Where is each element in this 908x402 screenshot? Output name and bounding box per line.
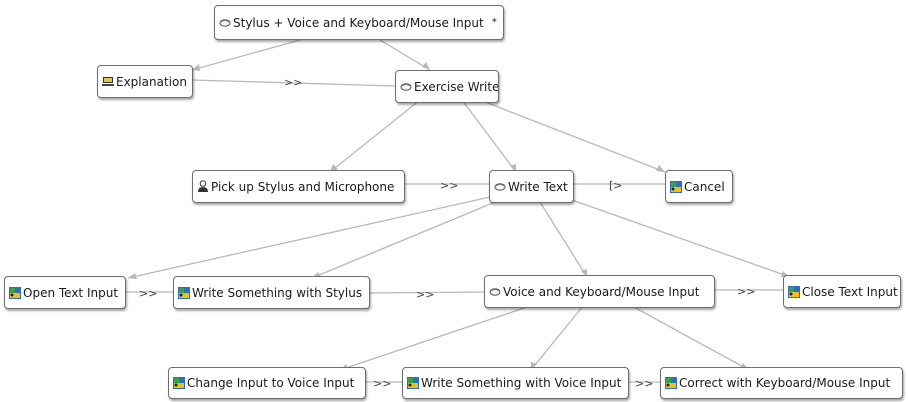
interaction-task-icon (788, 285, 800, 298)
task-label: Open Text Input (23, 285, 119, 300)
operator-enabling: >> (284, 76, 302, 89)
task-node-change-voice[interactable]: Change Input to Voice Input (168, 367, 366, 399)
task-node-root[interactable]: Stylus + Voice and Keyboard/Mouse Input … (214, 5, 504, 40)
operator-enabling: >> (416, 288, 434, 301)
operator-disabling: [> (609, 179, 623, 192)
task-node-write-stylus[interactable]: Write Something with Stylus (173, 276, 370, 309)
edge-write-voice (539, 201, 588, 278)
edge-voice-correct (631, 305, 750, 371)
interaction-task-icon (665, 377, 677, 389)
edge-exercise-cancel (479, 99, 666, 173)
arrowheads (128, 62, 790, 370)
operator-enabling: >> (737, 285, 755, 298)
interaction-task-icon (670, 180, 682, 193)
task-node-write-text[interactable]: Write Text (489, 170, 574, 203)
edge-voice-write (530, 305, 584, 371)
task-label: Cancel (684, 179, 725, 194)
task-node-exercise-write[interactable]: Exercise Write (395, 70, 499, 103)
edge-root-exercise (379, 39, 431, 71)
task-node-voice-keyboard[interactable]: Voice and Keyboard/Mouse Input (484, 275, 715, 308)
task-label: Write Something with Voice Input (421, 376, 622, 390)
task-label: Correct with Keyboard/Mouse Input (679, 376, 891, 390)
interaction-task-icon (173, 377, 185, 389)
edge-voice-change (339, 305, 531, 371)
interaction-task-icon (178, 286, 190, 299)
edge-write-close (571, 199, 791, 278)
task-label: Explanation (116, 74, 187, 89)
edge-exercise-pickup (329, 99, 421, 173)
operator-enabling: >> (440, 179, 458, 192)
task-node-close-text-input[interactable]: Close Text Input (783, 275, 901, 308)
sibling-expl-exercise (192, 79, 396, 87)
edge-exercise-write (461, 99, 517, 173)
task-label: Exercise Write (414, 79, 499, 94)
task-label: Change Input to Voice Input (187, 376, 355, 390)
abstract-task-icon (489, 287, 501, 297)
task-node-explanation[interactable]: Explanation (97, 65, 193, 98)
task-node-correct-keyboard[interactable]: Correct with Keyboard/Mouse Input (660, 367, 903, 399)
task-label: Close Text Input (802, 284, 898, 299)
task-node-pickup[interactable]: Pick up Stylus and Microphone (192, 170, 405, 203)
task-node-open-text-input[interactable]: Open Text Input (4, 276, 126, 309)
edge-write-stylus (311, 199, 501, 279)
operator-enabling: >> (635, 377, 653, 390)
task-label: Voice and Keyboard/Mouse Input (503, 284, 700, 299)
task-node-write-voice[interactable]: Write Something with Voice Input (402, 367, 629, 399)
edge-write-open (127, 196, 491, 279)
task-label: Stylus + Voice and Keyboard/Mouse Input (233, 15, 484, 30)
abstract-task-icon (400, 82, 412, 92)
operator-enabling: >> (373, 377, 391, 390)
sibling-stylus-voice (369, 291, 485, 294)
task-label: Pick up Stylus and Microphone (211, 179, 395, 194)
user-task-icon (197, 180, 209, 193)
system-task-icon (102, 76, 114, 87)
abstract-task-icon (494, 182, 506, 192)
operator-enabling: >> (139, 287, 157, 300)
abstract-task-icon (219, 18, 231, 28)
interaction-task-icon (407, 377, 419, 389)
task-label: Write Something with Stylus (192, 285, 363, 300)
edge-root-explanation (191, 39, 301, 71)
task-label: Write Text (508, 179, 568, 194)
task-node-cancel[interactable]: Cancel (665, 170, 733, 203)
interaction-task-icon (9, 286, 21, 299)
iteration-marker: * (491, 17, 497, 28)
